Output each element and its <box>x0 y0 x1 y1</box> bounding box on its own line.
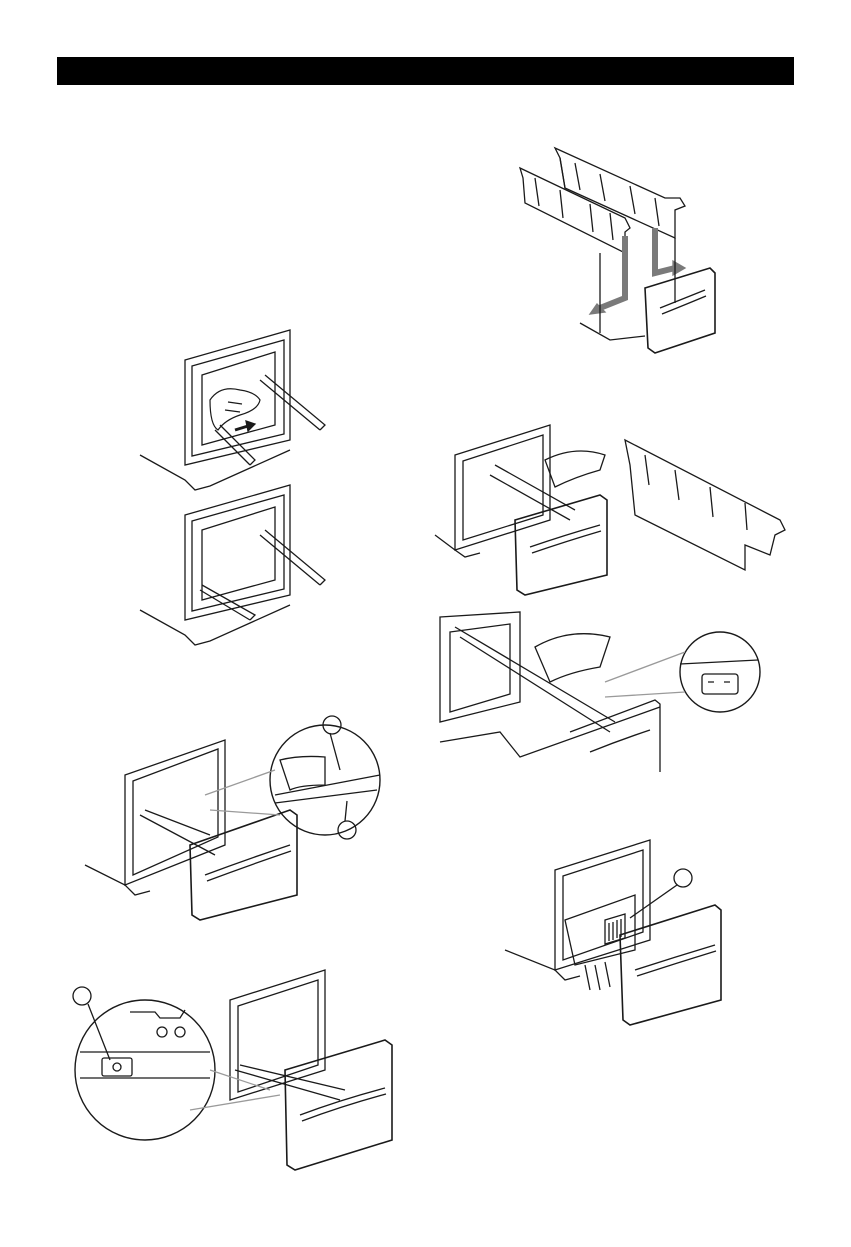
hand-removing-rail-cover-icon <box>435 425 795 600</box>
section-header-bar <box>57 57 794 85</box>
drawer-clip-detail-icon <box>85 715 395 920</box>
hand-pulling-rail-icon <box>140 330 330 495</box>
rails-extended-icon <box>140 485 330 650</box>
drawer-screw-detail-icon <box>70 970 400 1175</box>
drawer-basket-icon <box>505 840 730 1025</box>
drawer-rail-cover-exploded-icon <box>505 128 720 358</box>
rail-clip-closeup-icon <box>440 612 760 772</box>
